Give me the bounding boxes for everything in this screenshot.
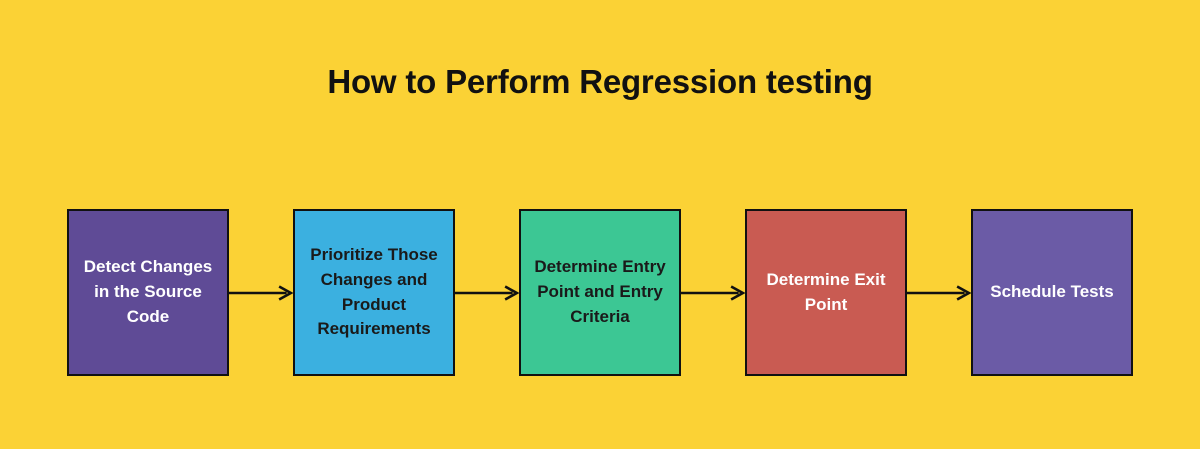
arrow-right-icon [229,285,293,301]
flow-step-4-label: Determine Exit Point [766,269,886,314]
flow-step-3[interactable]: Determine Entry Point and Entry Criteria [519,209,681,376]
arrow-right-icon [681,285,745,301]
flow-step-1-label: Detect Changes in the Source Code [83,257,213,326]
flow-step-4[interactable]: Determine Exit Point [745,209,907,376]
flow-step-5[interactable]: Schedule Tests [971,209,1133,376]
page-title: How to Perform Regression testing [327,63,873,100]
arrow-right-icon [455,285,519,301]
flow-step-2-label: Prioritize Those Changes and Product Req… [310,244,438,339]
flow-step-3-label: Determine Entry Point and Entry Criteria [534,257,666,326]
flow-step-2[interactable]: Prioritize Those Changes and Product Req… [293,209,455,376]
flow-connector-3 [681,209,745,376]
flow-connector-1 [229,209,293,376]
flow-connector-4 [907,209,971,376]
flow-step-5-label: Schedule Tests [990,282,1114,301]
arrow-right-icon [907,285,971,301]
flowchart-steps-row: Detect Changes in the Source Code Priori… [67,209,1133,376]
flow-step-1[interactable]: Detect Changes in the Source Code [67,209,229,376]
flow-connector-2 [455,209,519,376]
